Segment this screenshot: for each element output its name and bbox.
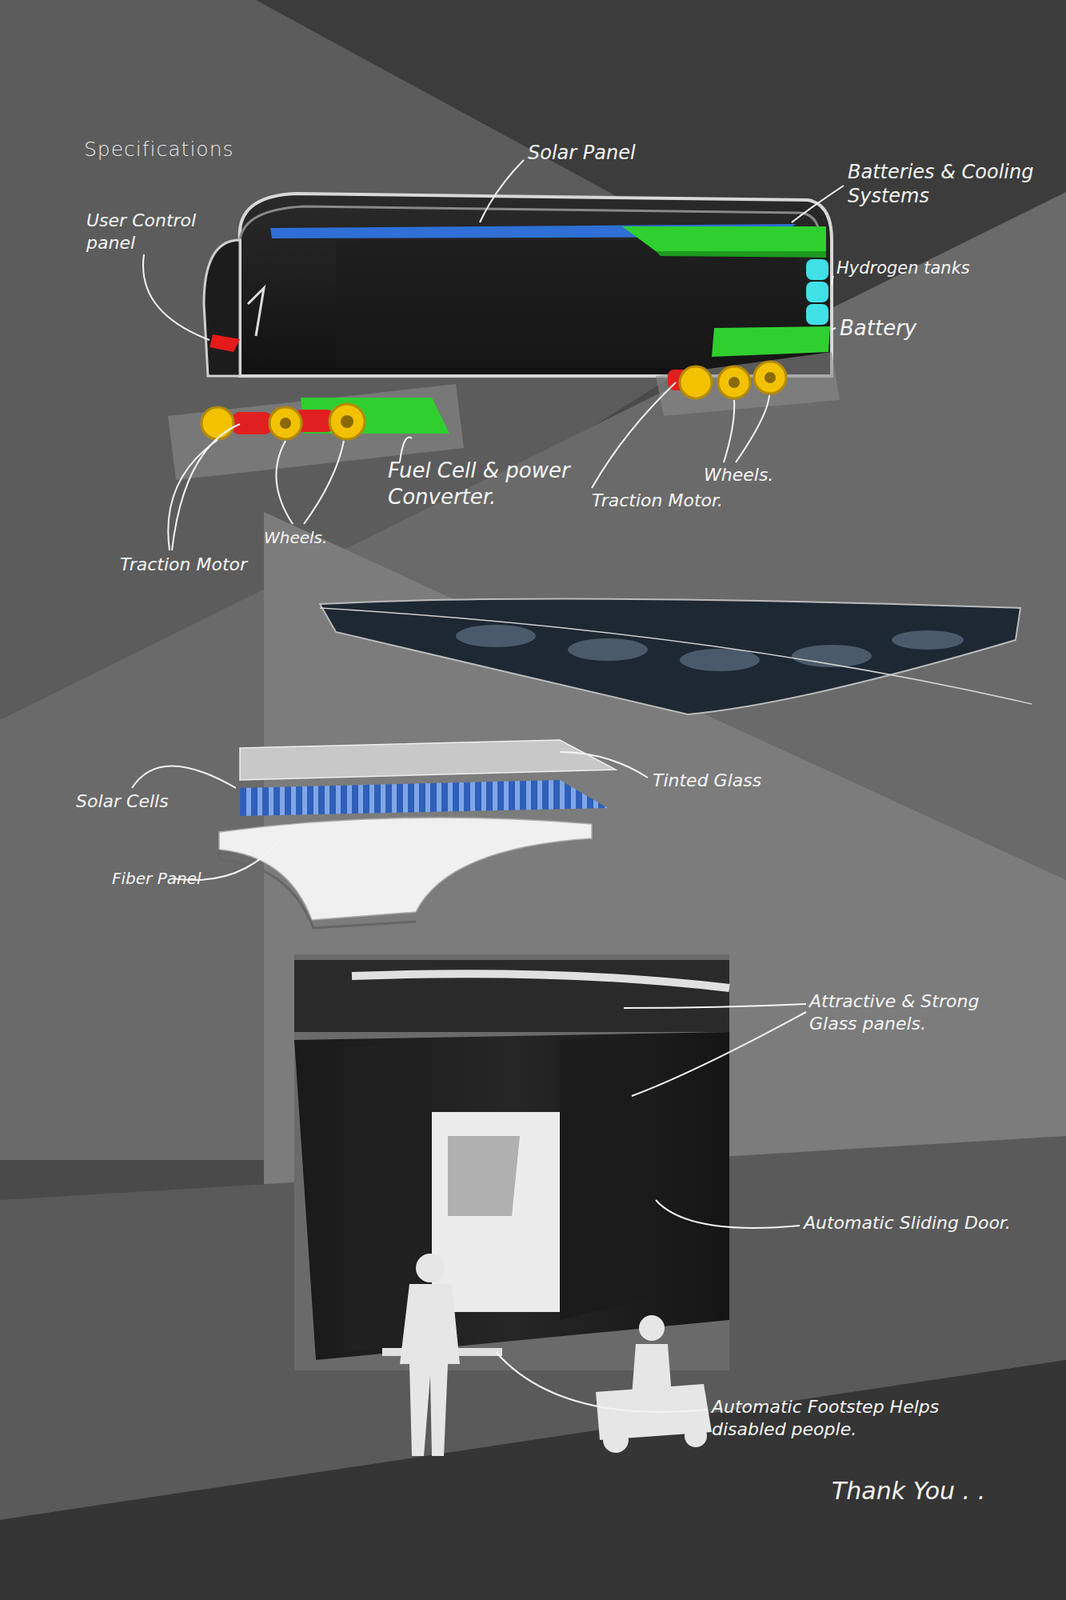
sheet-title: Specifications	[83, 137, 235, 161]
callout-label: Wheels.	[703, 463, 816, 487]
callout-label: Batteries & Cooling Systems	[847, 159, 1040, 208]
callout-label: Fuel Cell & power Converter.	[387, 457, 588, 510]
callout-label: Thank You . .	[831, 1475, 1040, 1506]
callout-label: Automatic Sliding Door.	[803, 1211, 1036, 1234]
callout-label: Fiber Panel	[111, 868, 256, 889]
callout-label: Traction Motor.	[591, 489, 760, 512]
callout-label: Battery	[839, 315, 1000, 342]
callout-label: Automatic Footstep Helps disabled people…	[711, 1395, 952, 1440]
callout-label: Wheels.	[263, 527, 376, 548]
callout-label: Attractive & Strong Glass panels.	[809, 990, 1002, 1035]
callout-label: Solar Panel	[527, 140, 720, 165]
callout-label: Tinted Glass	[652, 769, 773, 792]
callout-label: Traction Motor	[119, 553, 296, 576]
callout-label: Solar Cells	[75, 790, 228, 813]
callout-label: Hydrogen tanks	[836, 257, 1045, 279]
callout-label: User Control panel	[86, 209, 215, 254]
